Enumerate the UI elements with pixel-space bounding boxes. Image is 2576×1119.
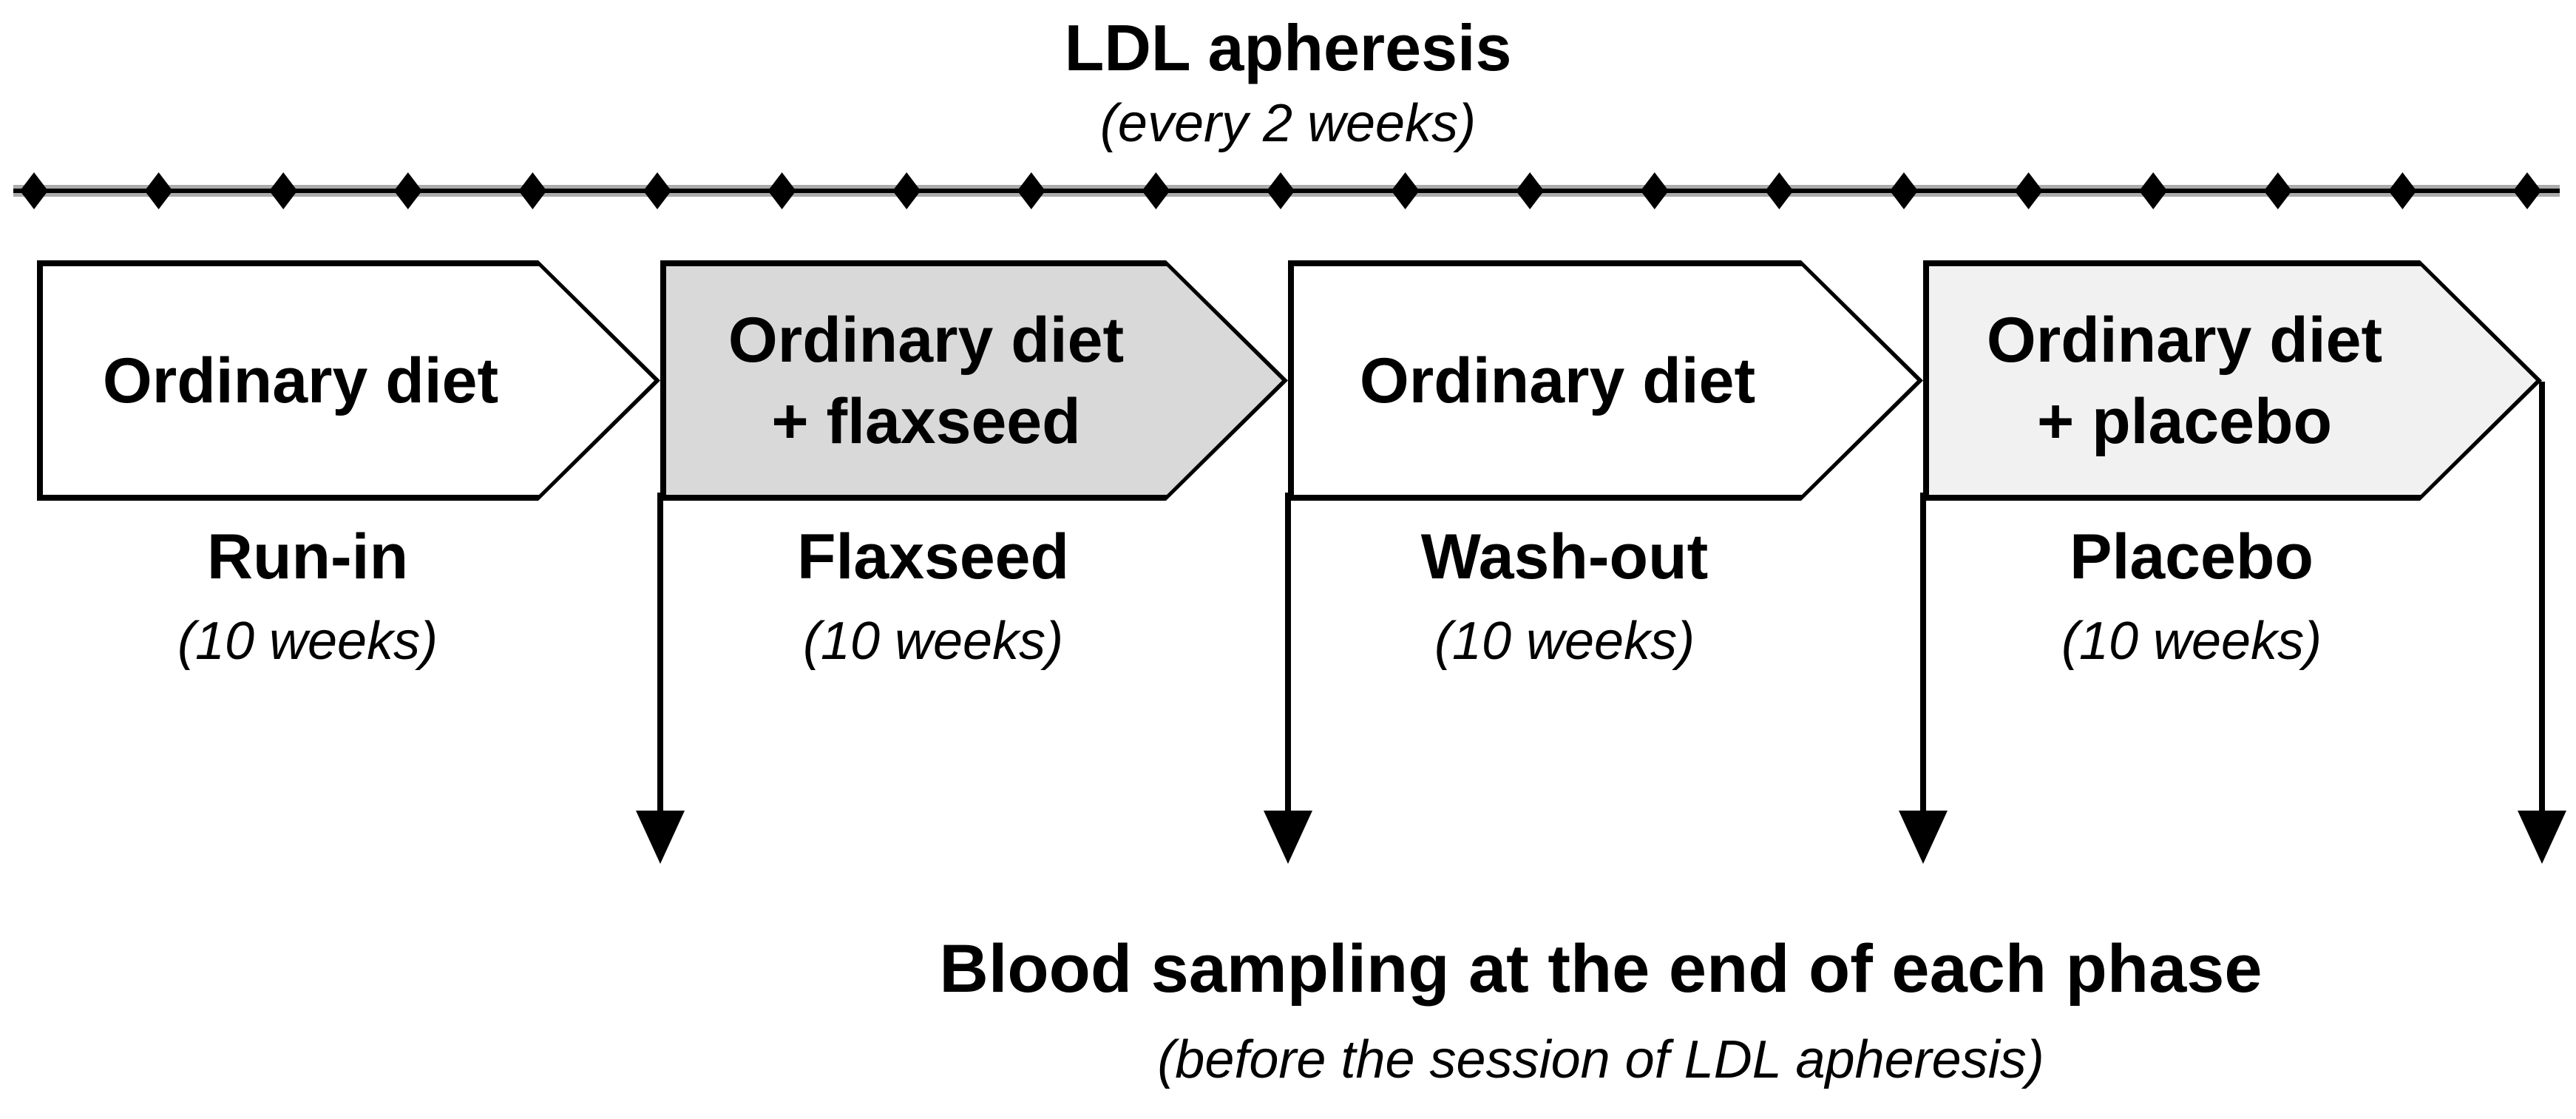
phase-duration-placebo: (10 weeks) [2061, 612, 2322, 671]
down-arrow-shaft-placebo [2539, 382, 2545, 814]
timeline-diamond-marker [2388, 172, 2417, 209]
down-arrow-head-run-in [636, 811, 685, 864]
phase-arrow-run-in-text: Ordinary diet [37, 260, 564, 501]
timeline-diamond-marker [269, 172, 298, 209]
timeline-diamond-marker [393, 172, 422, 209]
phase-arrow-wash-out-fill [1294, 266, 1917, 495]
timeline-diamond-marker [1765, 172, 1794, 209]
caption-blood-sampling-note: (before the session of LDL apheresis) [1157, 1030, 2044, 1089]
phase-box-label: Ordinary diet [102, 345, 499, 416]
phase-box-label: + flaxseed [771, 385, 1081, 457]
down-arrow-head-wash-out [1899, 811, 1948, 864]
phase-duration-wash-out: (10 weeks) [1434, 612, 1695, 671]
phase-name-run-in: Run-in [206, 521, 409, 592]
phase-arrow-placebo-text: Ordinary diet + placebo [1923, 260, 2446, 501]
timeline-diamond-marker [1640, 172, 1669, 209]
timeline-diamond-marker [2263, 172, 2292, 209]
phase-arrow-flaxseed-text: Ordinary diet + flaxseed [660, 260, 1192, 501]
timeline-diamond-marker [767, 172, 796, 209]
phase-box-label: Ordinary diet [1986, 304, 2383, 376]
down-arrow-head-placebo [2518, 811, 2566, 864]
down-arrow-shaft-run-in [657, 493, 663, 814]
phase-name-placebo: Placebo [2070, 521, 2314, 592]
timeline-diamond-marker [2513, 172, 2541, 209]
down-arrow-shaft-wash-out [1920, 493, 1926, 814]
phase-name-flaxseed: Flaxseed [796, 521, 1070, 592]
diagram-subtitle: (every 2 weeks) [1099, 94, 1477, 153]
timeline-diamond-marker [1267, 172, 1295, 209]
timeline-diamond-marker [1142, 172, 1170, 209]
phase-duration-run-in: (10 weeks) [177, 612, 438, 671]
timeline-diamond-marker [1516, 172, 1545, 209]
timeline-diamond-marker [1890, 172, 1918, 209]
phase-arrow-flaxseed-fill [666, 266, 1282, 495]
phase-box-label: + placebo [2036, 385, 2333, 457]
phase-arrow-run-in: Ordinary diet [37, 260, 660, 501]
caption-blood-sampling: Blood sampling at the end of each phase [939, 931, 2263, 1007]
timeline-diamond-marker [1017, 172, 1045, 209]
down-arrow-shaft-flaxseed [1285, 493, 1291, 814]
phase-name-wash-out: Wash-out [1420, 521, 1709, 592]
phase-arrow-wash-out-text: Ordinary diet [1288, 260, 1827, 501]
diagram-title: LDL apheresis [1064, 11, 1512, 84]
phase-box-label: Ordinary diet [728, 304, 1125, 376]
timeline-diamond-marker [144, 172, 173, 209]
timeline-diamond-marker [20, 172, 48, 209]
phase-arrow-run-in-fill [43, 266, 654, 495]
phase-arrow-flaxseed: Ordinary diet + flaxseed [660, 260, 1288, 501]
timeline-diamond-marker [518, 172, 547, 209]
timeline-diamond-marker [2139, 172, 2168, 209]
phase-box-label: Ordinary diet [1359, 345, 1756, 416]
timeline-diamond-marker [1391, 172, 1420, 209]
timeline-diamond-marker [892, 172, 921, 209]
down-arrow-head-flaxseed [1264, 811, 1312, 864]
phase-arrow-placebo: Ordinary diet + placebo [1923, 260, 2542, 501]
phase-arrow-wash-out: Ordinary diet [1288, 260, 1923, 501]
timeline-diamond-marker [2014, 172, 2043, 209]
phase-duration-flaxseed: (10 weeks) [802, 612, 1064, 671]
phase-arrow-placebo-fill [1929, 266, 2536, 495]
timeline-diamond-marker [643, 172, 671, 209]
